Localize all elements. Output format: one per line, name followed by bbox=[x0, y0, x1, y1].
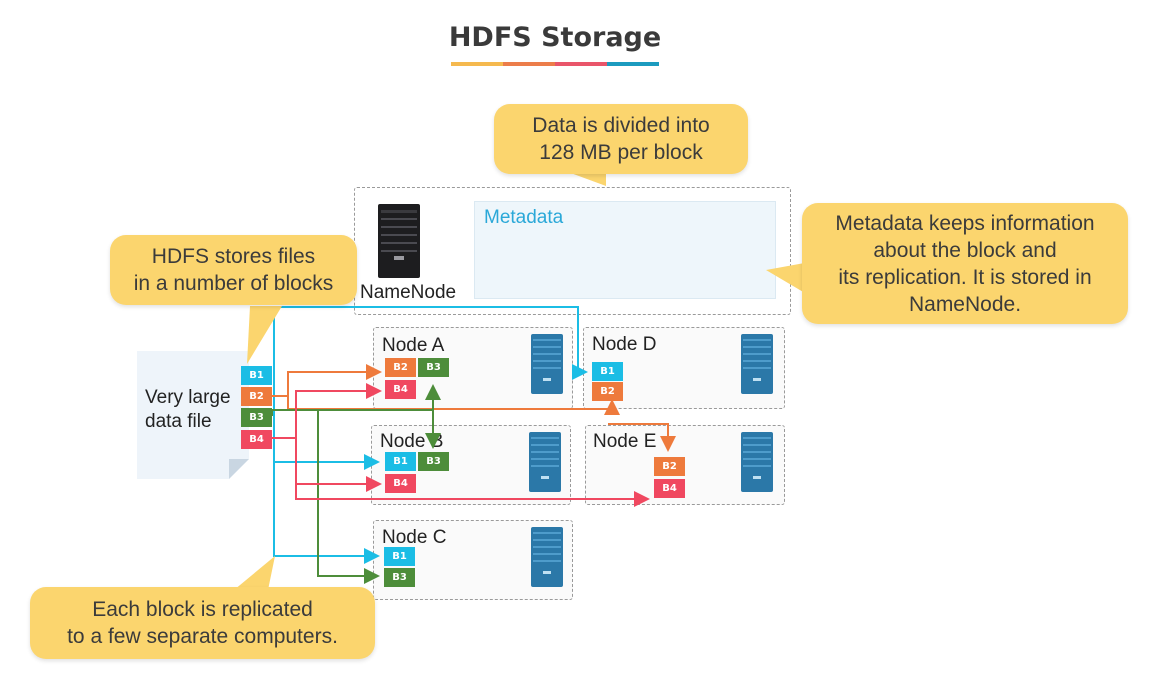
callout-stores-blocks-text: HDFS stores files in a number of blocks bbox=[133, 245, 334, 295]
file-block-b4: B4 bbox=[241, 430, 272, 449]
server-icon bbox=[529, 432, 561, 492]
b3-trunk bbox=[271, 384, 441, 416]
tail-replicated bbox=[234, 556, 275, 590]
callout-replicated: Each block is replicated to a few separa… bbox=[30, 587, 375, 659]
b4-to-node-e bbox=[295, 484, 650, 507]
b1-to-node-c bbox=[273, 462, 380, 564]
node-label-c: Node C bbox=[382, 527, 447, 548]
server-icon bbox=[741, 334, 773, 394]
namenode-label: NameNode bbox=[360, 282, 457, 303]
title-underline-segment bbox=[451, 62, 503, 66]
node-d-block-b1: B1 bbox=[592, 362, 623, 381]
b3-to-node-c bbox=[317, 410, 380, 584]
metadata-label: Metadata bbox=[484, 207, 564, 228]
file-block-b1: B1 bbox=[241, 366, 272, 385]
metadata-panel bbox=[474, 201, 776, 299]
b1-trunk bbox=[273, 306, 588, 380]
callout-stores-blocks: HDFS stores files in a number of blocks bbox=[110, 235, 357, 305]
b2-to-node-d bbox=[287, 396, 620, 415]
callout-replicated-text: Each block is replicated to a few separa… bbox=[67, 598, 338, 648]
server-icon bbox=[531, 334, 563, 394]
server-icon bbox=[531, 527, 563, 587]
node-b-block-b3: B3 bbox=[418, 452, 449, 471]
title-underline bbox=[451, 62, 659, 66]
node-b-block-b1: B1 bbox=[385, 452, 416, 471]
callout-metadata-info: Metadata keeps information about the blo… bbox=[802, 203, 1128, 324]
b2-to-node-e bbox=[608, 423, 676, 452]
b4-to-node-a bbox=[272, 383, 382, 439]
node-a-block-b3: B3 bbox=[418, 358, 449, 377]
node-label-d: Node D bbox=[592, 334, 657, 355]
data-file-document-icon bbox=[137, 351, 249, 479]
tail-stores-blocks bbox=[247, 306, 282, 364]
b2-to-node-a bbox=[272, 364, 382, 397]
file-block-b3: B3 bbox=[241, 408, 272, 427]
node-label-a: Node A bbox=[382, 335, 445, 356]
title-underline-segment bbox=[555, 62, 607, 66]
node-label-e: Node E bbox=[593, 431, 657, 452]
data-file-label: Very large data file bbox=[145, 387, 231, 432]
tail-data-divided bbox=[568, 172, 606, 186]
tail-metadata-info bbox=[766, 262, 810, 296]
node-a-block-b4: B4 bbox=[385, 380, 416, 399]
node-b-block-b4: B4 bbox=[385, 474, 416, 493]
node-e-block-b2: B2 bbox=[654, 457, 685, 476]
title-underline-segment bbox=[503, 62, 555, 66]
callout-metadata-info-text: Metadata keeps information about the blo… bbox=[835, 211, 1095, 316]
node-d-block-b2: B2 bbox=[592, 382, 623, 401]
callout-data-divided-text: Data is divided into 128 MB per block bbox=[532, 114, 710, 164]
node-a-block-b2: B2 bbox=[385, 358, 416, 377]
node-e-block-b4: B4 bbox=[654, 479, 685, 498]
namenode-server-icon bbox=[378, 204, 420, 278]
server-icon bbox=[741, 432, 773, 492]
file-block-b2: B2 bbox=[241, 387, 272, 406]
page-title: HDFS Storage bbox=[448, 22, 662, 53]
node-c-block-b1: B1 bbox=[384, 547, 415, 566]
node-c-block-b3: B3 bbox=[384, 568, 415, 587]
title-underline-segment bbox=[607, 62, 659, 66]
callout-data-divided: Data is divided into 128 MB per block bbox=[494, 104, 748, 174]
